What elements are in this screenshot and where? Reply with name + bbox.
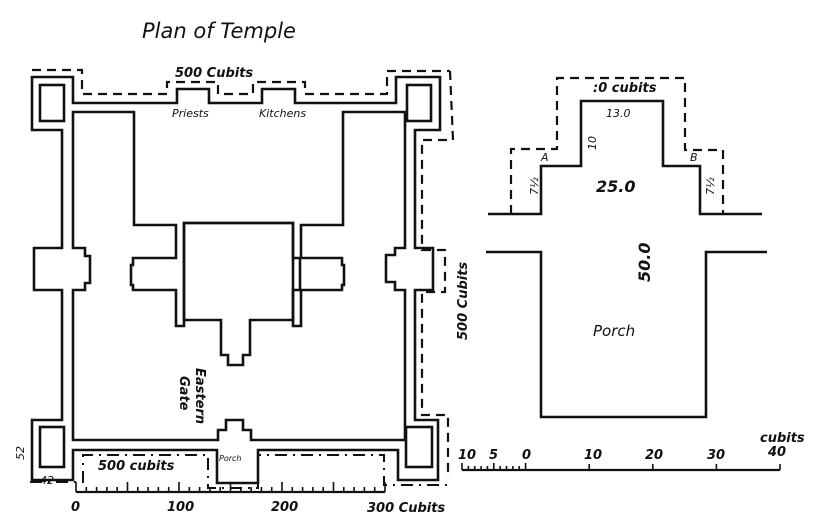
step-height-label: 10 bbox=[586, 136, 599, 150]
gate-label: Gate bbox=[176, 376, 191, 411]
elev-scale-tick-40: 40 bbox=[767, 445, 786, 460]
plan-scale-tick-0: 0 bbox=[71, 500, 80, 515]
inner-wall bbox=[71, 110, 407, 442]
elevation-scale-ticks bbox=[461, 463, 781, 470]
porch-small-label: Porch bbox=[219, 454, 241, 463]
diagram-title: Plan of Temple bbox=[142, 19, 296, 43]
boundary-top bbox=[32, 68, 450, 96]
elev-scale-tick-5: 5 bbox=[489, 448, 498, 463]
boundary-right bbox=[420, 70, 455, 478]
plan-scale-tick-100: 100 bbox=[167, 500, 194, 515]
temple-plan: 500 Cubits Priests Kitchens 500 Cubits E… bbox=[14, 66, 471, 516]
plan-scale-bar: 0 100 200 300 Cubits bbox=[71, 482, 445, 516]
tower-nw bbox=[38, 83, 66, 123]
mid-width-label: 25.0 bbox=[596, 177, 635, 196]
sanctuary bbox=[182, 221, 302, 367]
right-dimension-label: 500 Cubits bbox=[456, 262, 471, 340]
tower-ne bbox=[405, 83, 433, 123]
elev-scale-tick-10: 10 bbox=[584, 448, 602, 463]
side-height-right-label: 7½ bbox=[704, 177, 717, 195]
porch-profile bbox=[486, 250, 767, 419]
marker-b: B bbox=[690, 151, 698, 164]
elev-scale-tick-0: 0 bbox=[522, 448, 531, 463]
temple-elevation: :0 cubits 13.0 10 A B 7½ 7½ 25.0 50.0 Po… bbox=[458, 76, 805, 472]
marker-a: A bbox=[540, 151, 549, 164]
boundary-bottom bbox=[30, 454, 448, 489]
porch-label: Porch bbox=[593, 322, 635, 340]
tower-se bbox=[404, 425, 434, 469]
corner-width-label: 42 bbox=[40, 474, 54, 487]
outer-wall bbox=[30, 75, 442, 485]
plan-scale-last-label: 300 Cubits bbox=[367, 501, 445, 516]
plan-scale-ticks bbox=[75, 482, 386, 492]
tower-sw bbox=[38, 425, 66, 469]
plan-scale-tick-200: 200 bbox=[271, 500, 298, 515]
upper-profile bbox=[488, 99, 762, 216]
elev-scale-unit: cubits bbox=[760, 431, 805, 446]
priests-label: Priests bbox=[172, 107, 209, 120]
kitchens-label: Kitchens bbox=[259, 107, 306, 120]
porch-height-label: 50.0 bbox=[635, 243, 654, 282]
side-height-left-label: 7½ bbox=[528, 177, 541, 195]
top-dimension-label-right: :0 cubits bbox=[593, 81, 657, 96]
elev-scale-tick-20: 20 bbox=[645, 448, 663, 463]
elevation-scale-bar: 10 5 0 10 20 30 40 cubits bbox=[458, 431, 805, 472]
corner-height-label: 52 bbox=[14, 446, 27, 460]
elev-scale-tick-10-left: 10 bbox=[458, 448, 476, 463]
bottom-dimension-label: 500 cubits bbox=[98, 459, 175, 474]
top-width-label: 13.0 bbox=[606, 107, 631, 120]
eastern-label: Eastern bbox=[192, 368, 207, 424]
upper-dashed-outline bbox=[509, 76, 725, 214]
top-dimension-label: 500 Cubits bbox=[175, 66, 253, 81]
elev-scale-tick-30: 30 bbox=[707, 448, 725, 463]
